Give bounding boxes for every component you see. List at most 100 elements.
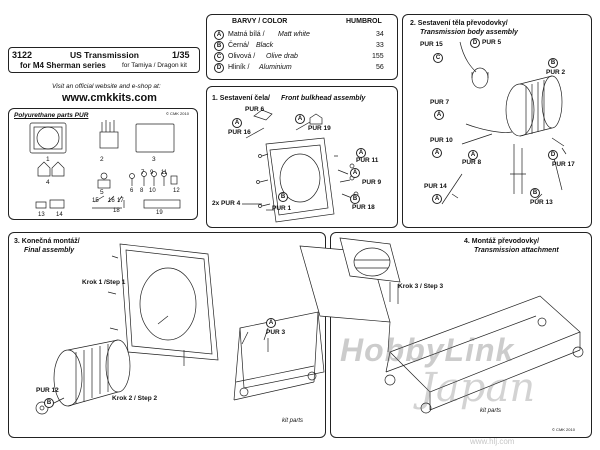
watermark-url: www.hlj.com (470, 437, 515, 446)
color-badge: A (432, 148, 442, 158)
color-badge: D (470, 38, 480, 48)
step2-label-pur2: PUR 2 (546, 69, 566, 76)
color-czech: Hliník / (228, 64, 250, 71)
part-num-6: 6 (130, 188, 134, 194)
color-humbrol: 33 (376, 42, 384, 49)
step3-krok2: Krok 2 / Step 2 (112, 395, 158, 402)
kit-number: 3122 (12, 50, 33, 60)
color-badge: A (295, 114, 305, 124)
parts-drawings (29, 120, 181, 209)
part-num-13: 13 (38, 212, 45, 218)
color-code-badge: D (214, 63, 224, 73)
header-box (8, 47, 200, 73)
part-num-4: 4 (46, 179, 50, 186)
color-code-badge: A (214, 30, 224, 40)
color-czech: Matná bílá / (228, 31, 265, 38)
color-heading: BARVY / COLOR (232, 18, 288, 25)
step3-title-en: Final assembly (24, 247, 75, 254)
kit-scale: 1/35 (172, 50, 190, 60)
color-badge: A (432, 194, 442, 204)
step2-title-en: Transmission body assembly (420, 29, 518, 36)
step1-title-cz: 1. Sestavení čela/ (212, 95, 270, 102)
part-num-14: 14 (56, 212, 63, 218)
color-english: Olive drab (266, 53, 298, 60)
color-english: Aluminium (259, 64, 292, 71)
step1-label-pur6: PUR 6 (245, 106, 265, 113)
step1-label-pur19: PUR 19 (308, 125, 331, 132)
watermark-brand: HobbyLink (340, 332, 515, 368)
color-english: Matt white (278, 31, 310, 38)
step3-label-pur3: PUR 3 (266, 329, 286, 336)
part-num-11: 11 (161, 170, 168, 176)
watermark-sub: Japan (420, 365, 536, 411)
step2-label-pur7: PUR 7 (430, 99, 450, 106)
color-row: A Matná bílá / Matt white 34 (214, 30, 390, 41)
step3-title-cz: 3. Konečná montáž/ (14, 238, 80, 245)
part-num-5: 5 (100, 189, 104, 196)
part-num-9: 9 (150, 170, 154, 176)
part-num-18: 18 (113, 208, 120, 214)
step4-krok3: Krok 3 / Step 3 (398, 283, 444, 290)
color-badge: A (434, 110, 444, 120)
step3-drawing (35, 243, 325, 415)
kit-subtitle-rest: for Tamiya / Dragon kit (122, 62, 187, 69)
color-humbrol: 155 (372, 53, 384, 60)
step2-label-pur17: PUR 17 (552, 161, 575, 168)
color-english: Black (256, 42, 274, 49)
step4-title-cz: 4. Montáž převodovky/ (464, 238, 540, 245)
color-badge: B (44, 398, 54, 408)
step1-label-pur16: PUR 16 (228, 129, 251, 136)
website-link[interactable]: www.cmkkits.com (62, 92, 157, 104)
parts-box-title: Polyurethane parts PUR (14, 112, 89, 119)
step1-label-pur4: 2x PUR 4 (212, 200, 241, 207)
part-num-19: 19 (156, 210, 163, 216)
color-code-badge: C (214, 52, 224, 62)
step2-label-pur13: PUR 13 (530, 199, 553, 206)
step1-title-en: Front bulkhead assembly (281, 95, 366, 102)
color-table-box (206, 14, 398, 80)
part-num-1: 1 (46, 156, 50, 163)
color-code-badge: B (214, 41, 224, 51)
color-row: B Černá/ Black 33 (214, 41, 390, 52)
step2-box (402, 14, 592, 228)
color-badge: D (548, 150, 558, 160)
step1-label-pur11: PUR 11 (356, 157, 379, 164)
step2-label-pur14: PUR 14 (424, 183, 447, 190)
color-rows: A Matná bílá / Matt white 34 B Černá/ Bl… (214, 30, 390, 74)
step3-label-pur12: PUR 12 (36, 387, 59, 394)
step2-label-pur10: PUR 10 (430, 137, 453, 144)
step1-label-pur18: PUR 18 (352, 204, 375, 211)
color-badge: A (266, 318, 276, 328)
color-row: D Hliník / Aluminium 56 (214, 63, 390, 74)
humbrol-heading: HUMBROL (346, 18, 382, 25)
visit-text: Visit an official website and e-shop at: (52, 83, 161, 90)
color-czech: Olivová / (228, 53, 256, 60)
part-num-10: 10 (149, 188, 156, 194)
step1-label-pur1: PUR 1 (272, 205, 292, 212)
color-badge: A (350, 168, 360, 178)
step2-drawing (441, 41, 567, 205)
step4-drawing (299, 237, 584, 414)
step4-kit-parts: kit parts (480, 408, 502, 414)
color-badge: C (433, 53, 443, 63)
color-humbrol: 56 (376, 64, 384, 71)
part-num-15: 15 (92, 198, 99, 204)
color-badge: B (350, 194, 360, 204)
part-num-2: 2 (100, 156, 104, 163)
step2-label-pur15: PUR 15 (420, 41, 443, 48)
color-badge: A (468, 150, 478, 160)
step3-krok1: Krok 1 /Step 1 (82, 279, 126, 286)
step4-title-en: Transmission attachment (474, 247, 559, 254)
part-num-8: 8 (140, 188, 144, 194)
color-row: C Olivová / Olive drab 155 (214, 52, 390, 63)
kit-title: US Transmission (70, 50, 139, 60)
color-badge: A (232, 118, 242, 128)
step2-label-pur8: PUR 8 (462, 159, 482, 166)
part-num-3: 3 (152, 156, 156, 163)
color-czech: Černá/ (228, 42, 250, 49)
color-badge: B (278, 192, 288, 202)
parts-box-copyright: © CMK 2010 (166, 111, 189, 116)
color-badge: B (530, 188, 540, 198)
part-num-7: 7 (141, 170, 145, 176)
part-num-12: 12 (173, 188, 180, 194)
